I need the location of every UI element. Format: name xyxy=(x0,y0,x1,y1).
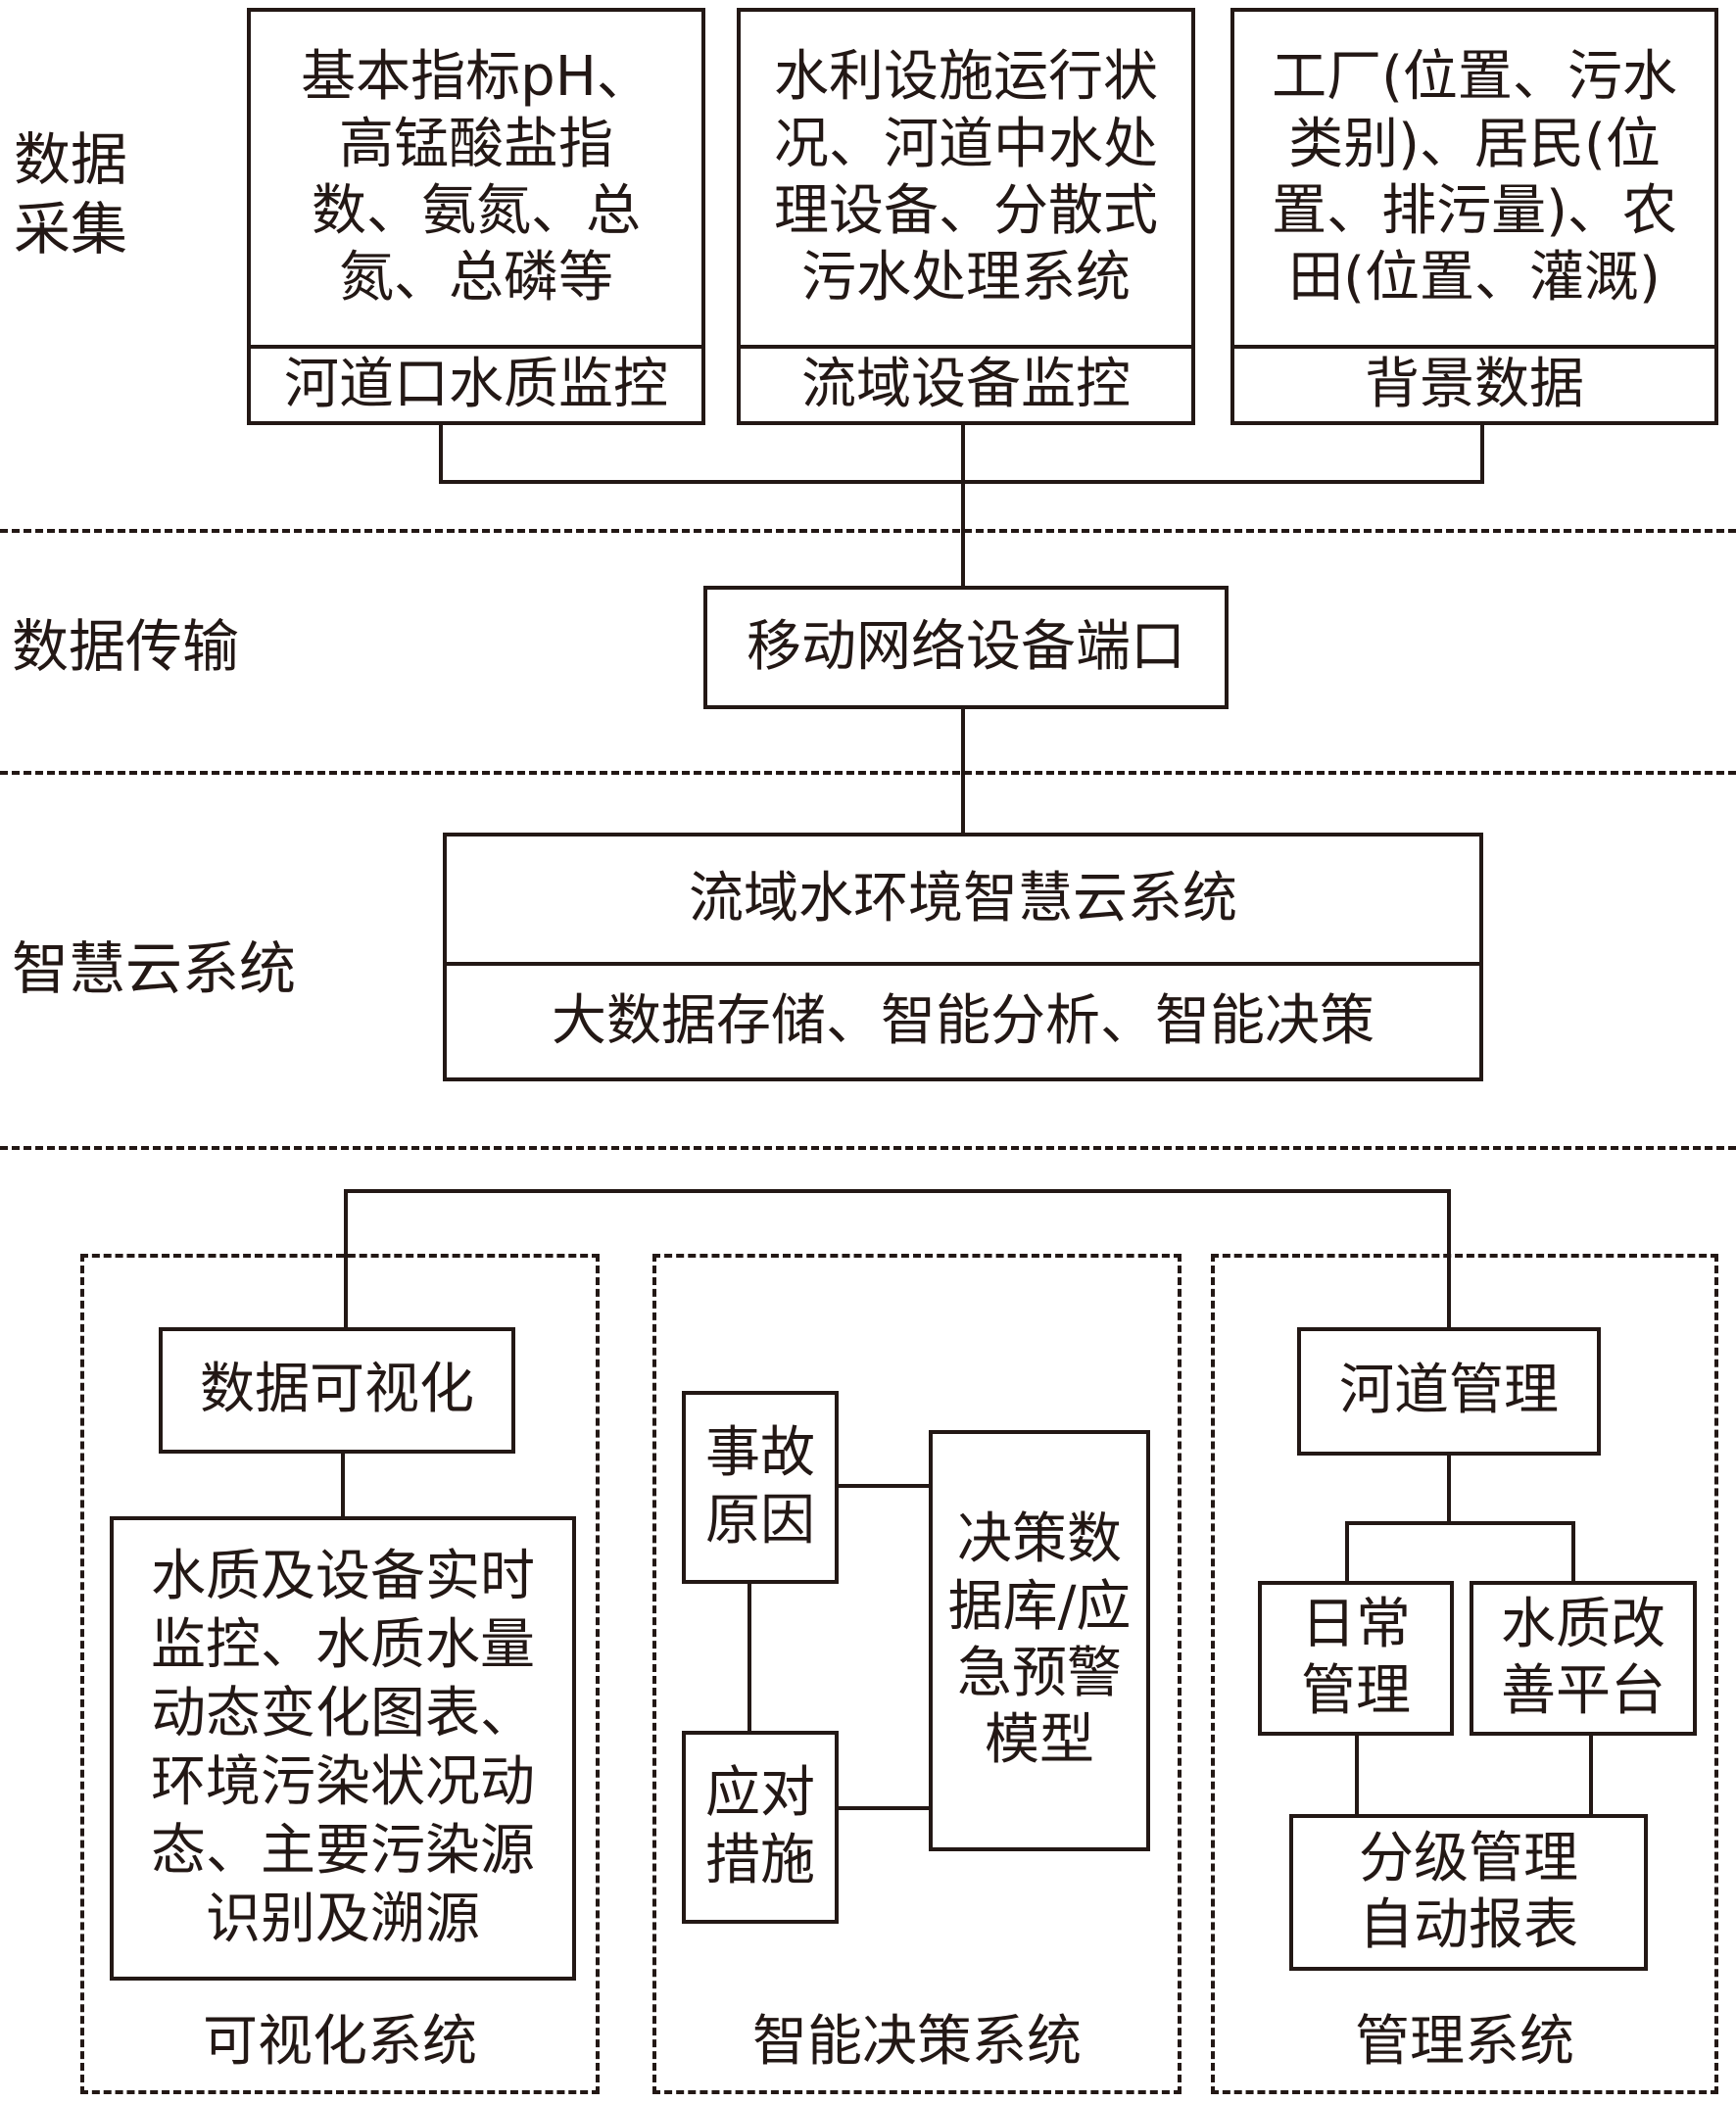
collect-box-equipment: 水利设施运行状 况、河道中水处 理设备、分散式 污水处理系统 流域设备监控 xyxy=(737,8,1195,425)
manage-group-label: 管理系统 xyxy=(1355,2009,1574,2074)
visual-head-box: 数据可视化 xyxy=(159,1327,515,1454)
quality-improve-box: 水质改 善平台 xyxy=(1470,1581,1697,1736)
decision-model-box: 决策数 据库/应 急预警 模型 xyxy=(929,1430,1150,1851)
cloud-system-sub: 大数据存储、智能分析、智能决策 xyxy=(447,962,1479,1077)
cloud-system-title: 流域水环境智慧云系统 xyxy=(689,866,1237,931)
section-label-transfer: 数据传输 xyxy=(12,613,240,680)
collect-box-title: 流域设备监控 xyxy=(741,345,1191,421)
response-measure-box: 应对 措施 xyxy=(682,1731,839,1924)
collect-box-content: 工厂(位置、污水 类别)、居民(位 置、排污量)、农 田(位置、灌溉) xyxy=(1272,45,1677,311)
collect-box-content: 基本指标pH、 高锰酸盐指 数、氨氮、总 氮、总磷等 xyxy=(301,45,651,311)
group-manage-system xyxy=(1211,1254,1718,2094)
divider-cloud-app xyxy=(0,1146,1736,1150)
daily-manage-box: 日常 管理 xyxy=(1258,1581,1454,1736)
collect-box-background: 工厂(位置、污水 类别)、居民(位 置、排污量)、农 田(位置、灌溉) 背景数据 xyxy=(1230,8,1718,425)
auto-report-box: 分级管理 自动报表 xyxy=(1289,1814,1648,1971)
accident-cause-box: 事故 原因 xyxy=(682,1391,839,1584)
visual-group-label: 可视化系统 xyxy=(203,2009,477,2074)
divider-collect-transfer xyxy=(0,529,1736,533)
visual-content-box: 水质及设备实时 监控、水质水量 动态变化图表、 环境污染状况动 态、主要污染源 … xyxy=(110,1516,576,1981)
decision-group-label: 智能决策系统 xyxy=(752,2009,1082,2074)
group-visual-system xyxy=(80,1254,600,2094)
collect-box-title: 河道口水质监控 xyxy=(251,345,701,421)
section-label-cloud: 智慧云系统 xyxy=(12,935,297,1002)
collect-box-content: 水利设施运行状 况、河道中水处 理设备、分散式 污水处理系统 xyxy=(774,45,1158,311)
divider-transfer-cloud xyxy=(0,771,1736,775)
collect-box-water-quality: 基本指标pH、 高锰酸盐指 数、氨氮、总 氮、总磷等 河道口水质监控 xyxy=(247,8,705,425)
network-port-box: 移动网络设备端口 xyxy=(703,586,1229,709)
river-manage-head-box: 河道管理 xyxy=(1297,1327,1601,1456)
collect-box-title: 背景数据 xyxy=(1234,345,1714,421)
cloud-system-box: 流域水环境智慧云系统 大数据存储、智能分析、智能决策 xyxy=(443,833,1483,1081)
section-label-collect: 数据 采集 xyxy=(14,126,128,263)
group-decision-system xyxy=(652,1254,1181,2094)
